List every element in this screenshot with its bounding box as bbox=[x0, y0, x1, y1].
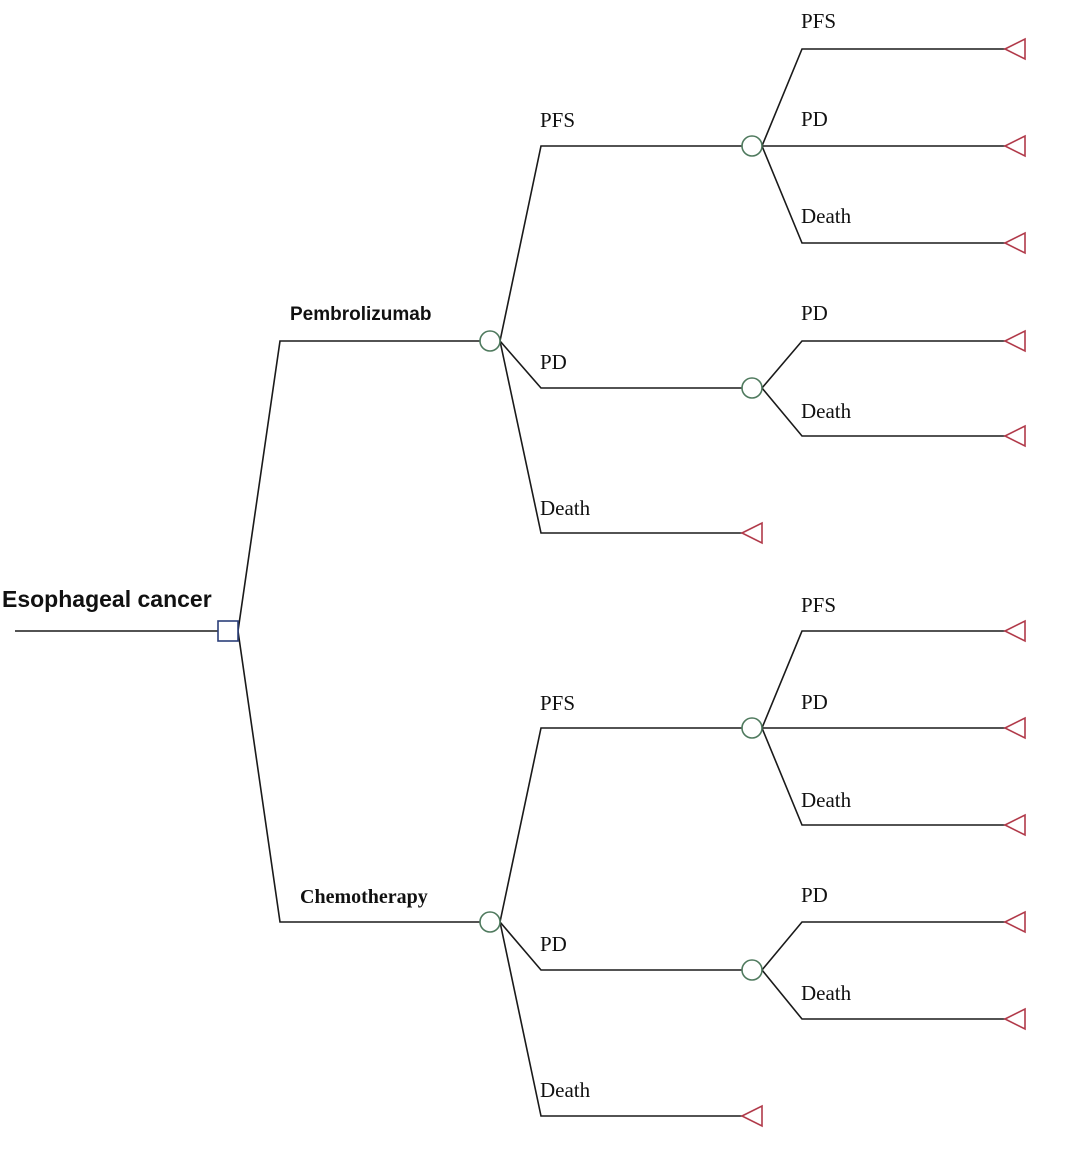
outcome-label-pd: PD bbox=[801, 107, 828, 131]
outcome-label-death: Death bbox=[801, 788, 852, 812]
chance-node[interactable] bbox=[741, 135, 763, 157]
outcome-edge-pfs bbox=[761, 630, 1005, 729]
terminal-node[interactable] bbox=[740, 1104, 763, 1128]
terminal-node[interactable] bbox=[740, 521, 763, 545]
terminal-node[interactable] bbox=[1003, 37, 1026, 61]
terminal-node[interactable] bbox=[1003, 231, 1026, 255]
state-edge-pd bbox=[499, 340, 742, 389]
terminal-node[interactable] bbox=[1003, 619, 1026, 643]
arm-label-pembrolizumab: Pembrolizumab bbox=[290, 304, 431, 325]
outcome-label-pfs: PFS bbox=[801, 9, 836, 33]
terminal-node[interactable] bbox=[1003, 813, 1026, 837]
state-label-death: Death bbox=[540, 1078, 591, 1102]
arm-edge-chemotherapy bbox=[237, 630, 480, 923]
outcome-label-death: Death bbox=[801, 204, 852, 228]
outcome-edge-pfs bbox=[761, 48, 1005, 147]
decision-node[interactable] bbox=[217, 620, 239, 642]
outcome-edge-death bbox=[761, 969, 1005, 1020]
chance-node[interactable] bbox=[479, 330, 501, 352]
terminal-node[interactable] bbox=[1003, 329, 1026, 353]
state-edge-death bbox=[499, 340, 742, 534]
outcome-edge-pd bbox=[761, 340, 1005, 389]
terminal-node[interactable] bbox=[1003, 134, 1026, 158]
chance-node[interactable] bbox=[741, 959, 763, 981]
chance-node[interactable] bbox=[741, 377, 763, 399]
arm-edge-pembrolizumab bbox=[237, 340, 480, 632]
outcome-edge-pd bbox=[761, 921, 1005, 971]
terminal-node[interactable] bbox=[1003, 424, 1026, 448]
state-label-pfs: PFS bbox=[540, 108, 575, 132]
outcome-label-pfs: PFS bbox=[801, 593, 836, 617]
terminal-node[interactable] bbox=[1003, 1007, 1026, 1031]
arm-label-chemotherapy: Chemotherapy bbox=[300, 886, 428, 908]
root-label: Esophageal cancer bbox=[2, 586, 212, 612]
state-edge-death bbox=[499, 921, 742, 1117]
state-edge-pfs bbox=[499, 145, 742, 342]
outcome-label-pd: PD bbox=[801, 301, 828, 325]
terminal-node[interactable] bbox=[1003, 910, 1026, 934]
outcome-label-pd: PD bbox=[801, 690, 828, 714]
outcome-label-death: Death bbox=[801, 981, 852, 1005]
state-label-death: Death bbox=[540, 496, 591, 520]
outcome-label-pd: PD bbox=[801, 883, 828, 907]
state-edge-pfs bbox=[499, 727, 742, 923]
outcome-label-death: Death bbox=[801, 399, 852, 423]
state-label-pfs: PFS bbox=[540, 691, 575, 715]
state-edge-pd bbox=[499, 921, 742, 971]
state-label-pd: PD bbox=[540, 932, 567, 956]
state-label-pd: PD bbox=[540, 350, 567, 374]
chance-node[interactable] bbox=[741, 717, 763, 739]
outcome-edge-death bbox=[761, 387, 1005, 437]
terminal-node[interactable] bbox=[1003, 716, 1026, 740]
outcome-edge-death bbox=[761, 145, 1005, 244]
chance-node[interactable] bbox=[479, 911, 501, 933]
outcome-edge-death bbox=[761, 727, 1005, 826]
